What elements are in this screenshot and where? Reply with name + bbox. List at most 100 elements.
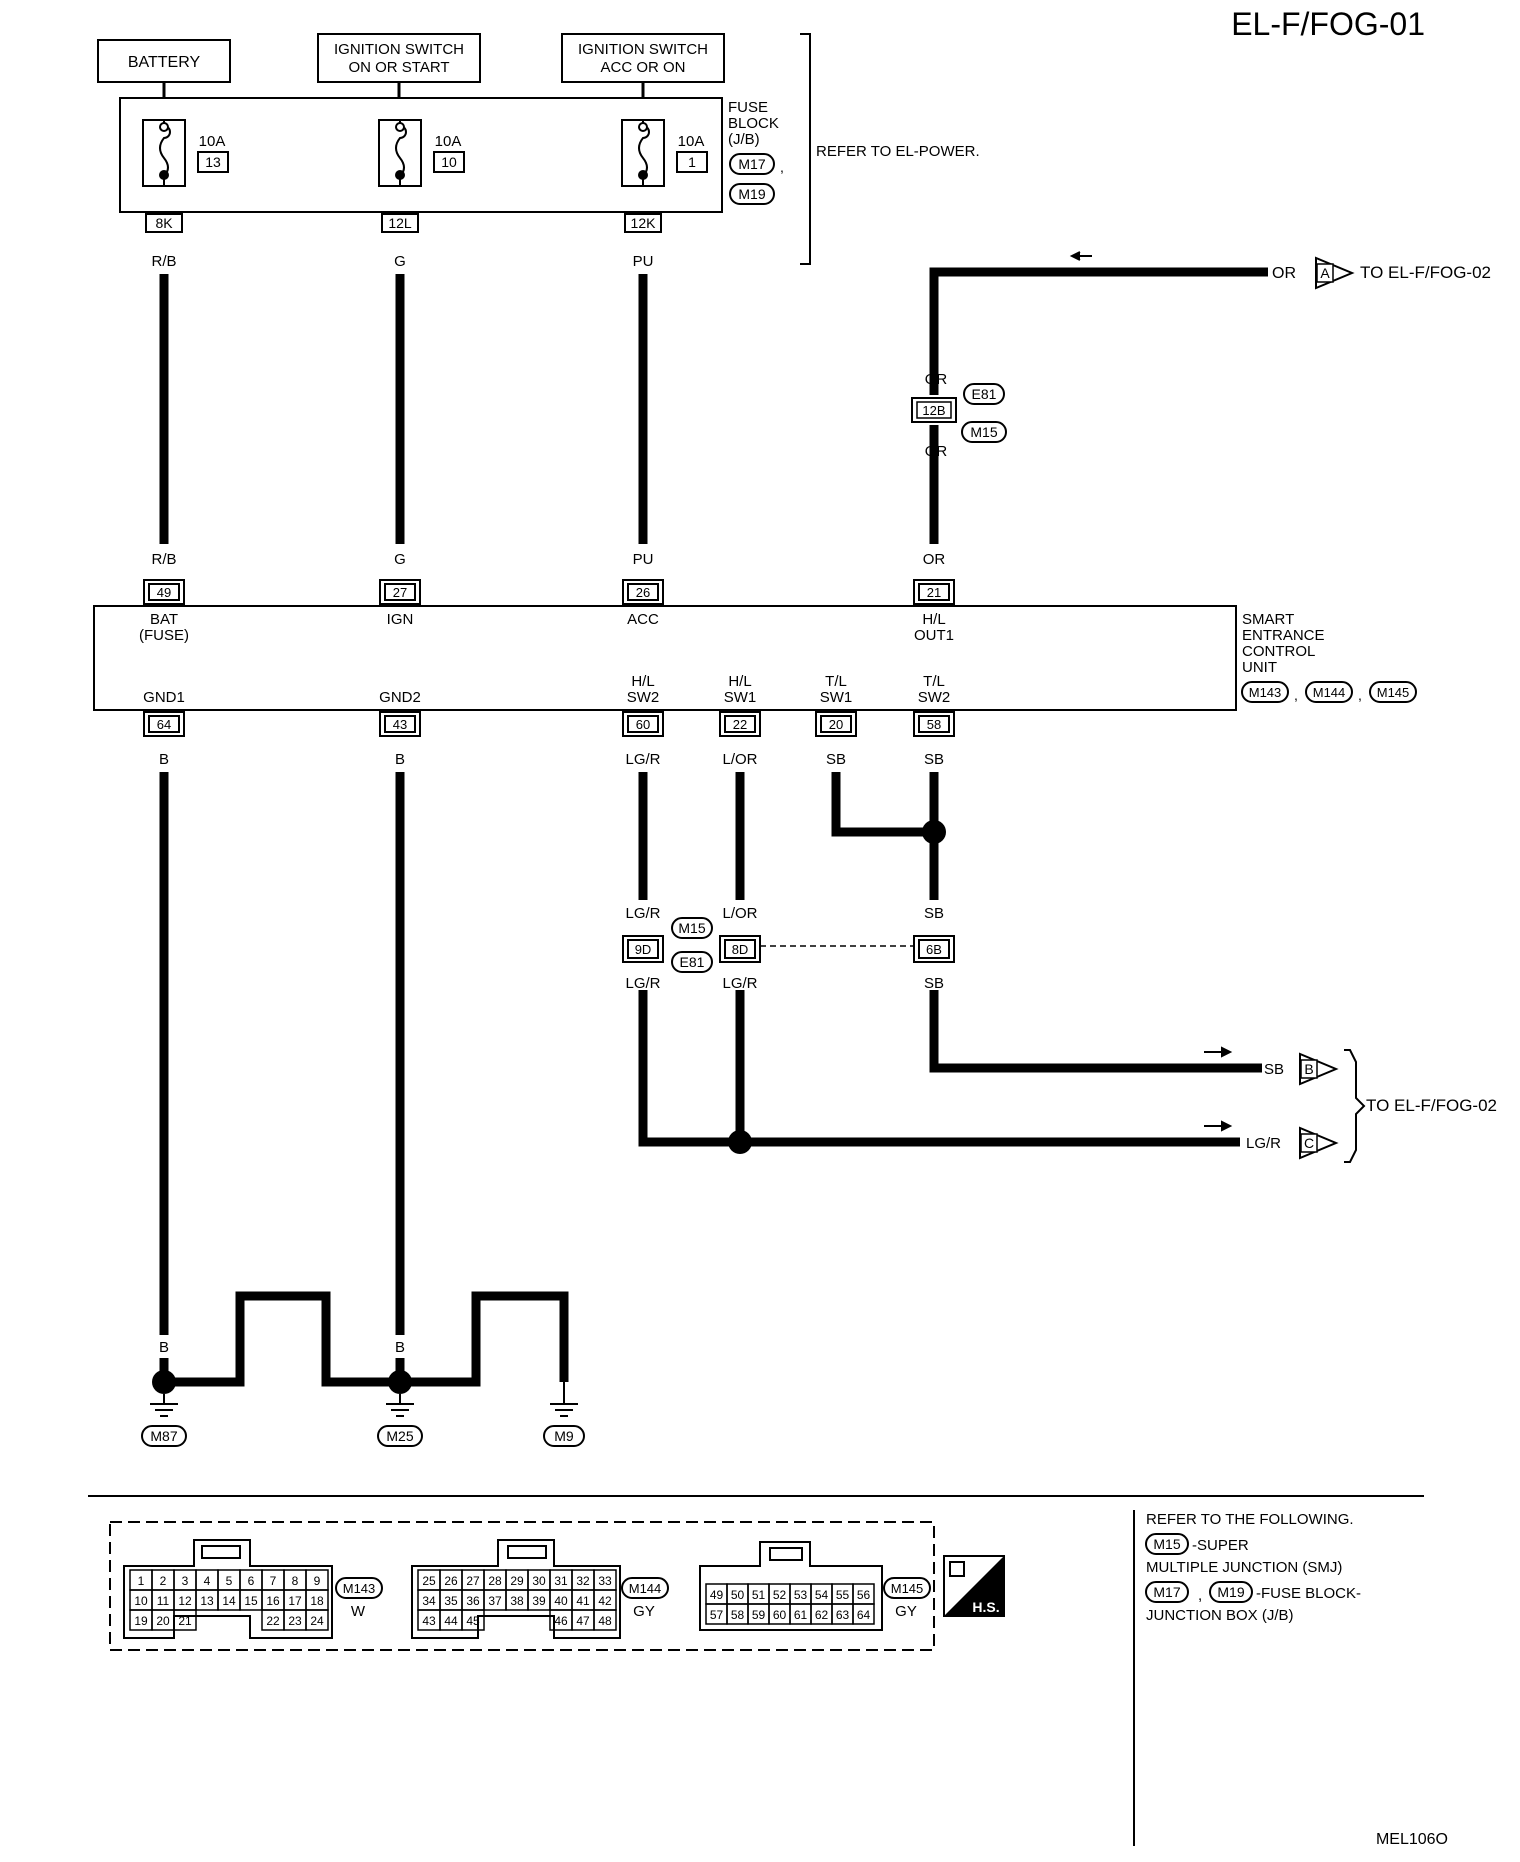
- connector-views-frame: [109, 1521, 935, 1651]
- connector-pin-number: 55: [836, 1588, 850, 1602]
- unit-pin-name-gnd2: GND2: [379, 689, 421, 706]
- fuse-terminal-12l: 12L: [388, 215, 412, 231]
- connector-pin-number: 7: [270, 1574, 277, 1588]
- mid-junction-8d-lower: LG/R: [722, 975, 757, 992]
- unit-pin-name-bat: BAT: [150, 611, 178, 628]
- connector-pin-number: 51: [752, 1588, 766, 1602]
- refer-note: REFER TO THE FOLLOWING. M15 -SUPER MULTI…: [1145, 1511, 1361, 1624]
- mid-junction-8d-upper: L/OR: [722, 905, 757, 922]
- ground-node-1: [152, 1370, 176, 1394]
- to-el-fog-02-top: TO EL-F/FOG-02: [1360, 263, 1491, 282]
- connector-pin-number: 6: [248, 1574, 255, 1588]
- connector-pin-number: 29: [510, 1574, 524, 1588]
- mid-junction-9d-upper: LG/R: [625, 905, 660, 922]
- connector-pin-number: 5: [226, 1574, 233, 1588]
- fuse-block: [119, 97, 723, 213]
- unit-top-wire-2: G: [394, 551, 406, 568]
- m144-name: M144: [629, 1581, 662, 1596]
- connector-pin-number: 16: [266, 1594, 280, 1608]
- connector-pin-number: 50: [731, 1588, 745, 1602]
- unit-bottom-wire-1: B: [159, 751, 169, 768]
- unit-conn-m143: M143: [1249, 685, 1282, 700]
- connector-pin-number: 3: [182, 1574, 189, 1588]
- splice-lgr: [728, 1130, 752, 1154]
- connector-pin-number: 1: [138, 1574, 145, 1588]
- m144-color: GY: [633, 1603, 655, 1620]
- connector-pin-number: 11: [157, 1594, 170, 1608]
- ground-wire-b-6: B: [559, 1339, 569, 1356]
- ground-wire-labels: B B B B B B: [159, 1339, 569, 1356]
- wire-color-rb-top: R/B: [151, 253, 176, 270]
- refer-note-jb-1: -FUSE BLOCK-: [1256, 1585, 1361, 1602]
- unit-pin-60: 60: [636, 717, 650, 732]
- output-b-wire: SB: [1264, 1061, 1284, 1078]
- source-leads: [162, 82, 645, 98]
- harness-icon: [949, 1561, 965, 1577]
- connector-pin-number: 53: [794, 1588, 808, 1602]
- fuse-block-conn-m19: M19: [738, 186, 765, 202]
- connector-pin-number: 21: [178, 1614, 192, 1628]
- ign-start-label-2: ON OR START: [348, 59, 449, 76]
- unit-bottom-wire-labels: B B LG/R L/OR SB SB: [159, 751, 944, 768]
- unit-pin-name-tl-sw2-a: T/L: [923, 673, 945, 690]
- ign-start-label-1: IGNITION SWITCH: [334, 41, 464, 58]
- unit-label-3: CONTROL: [1242, 643, 1315, 660]
- unit-label-4: UNIT: [1242, 659, 1277, 676]
- connector-b-label: B: [1304, 1061, 1313, 1077]
- fuse-2-num: 10: [441, 154, 457, 170]
- connector-pin-number: 35: [444, 1594, 458, 1608]
- signal-wires: [159, 772, 1262, 1387]
- connector-pin-number: 8: [292, 1574, 299, 1588]
- supply-wires: [159, 267, 1268, 544]
- connector-pin-cell: [305, 1609, 329, 1631]
- connector-pin-number: 46: [554, 1614, 568, 1628]
- unit-pin-21: 21: [927, 585, 941, 600]
- connector-pin-number: 39: [532, 1594, 546, 1608]
- mid-junction-6b: 6B: [926, 942, 942, 957]
- connector-pin-number: 61: [794, 1608, 808, 1622]
- hs-label: H.S.: [972, 1599, 999, 1615]
- ground-wire-b-3: B: [321, 1339, 331, 1356]
- ground-m87: M87: [150, 1428, 177, 1444]
- refer-note-sep: ,: [1198, 1587, 1202, 1604]
- ground-m25: M25: [386, 1428, 413, 1444]
- ground-icon: [386, 1394, 414, 1417]
- connector-pin-number: 47: [576, 1614, 590, 1628]
- refer-note-smj-1: -SUPER: [1192, 1537, 1249, 1554]
- connector-pin-number: 30: [532, 1574, 546, 1588]
- connector-pin-number: 62: [815, 1608, 829, 1622]
- unit-pin-64: 64: [157, 717, 171, 732]
- connector-pin-number: 64: [857, 1608, 871, 1622]
- unit-pin-22: 22: [733, 717, 747, 732]
- connector-pin-number: 41: [576, 1594, 590, 1608]
- junction-12b: OR 12B OR E81 M15: [911, 371, 1007, 460]
- connector-pin-number: 17: [288, 1594, 302, 1608]
- unit-bottom-wire-3: LG/R: [625, 751, 660, 768]
- m144-label: M144 GY: [621, 1577, 669, 1620]
- junction-12b-e81: E81: [972, 386, 997, 402]
- m145-label: M145 GY: [883, 1577, 931, 1620]
- fuse-3-num: 1: [688, 154, 696, 170]
- output-c-wire: LG/R: [1246, 1135, 1281, 1152]
- connector-pin-number: 15: [244, 1594, 258, 1608]
- connector-pin-number: 12: [178, 1594, 192, 1608]
- wire-color-pu-top: PU: [633, 253, 654, 270]
- connector-pin-cell: [173, 1609, 197, 1631]
- connector-pin-cell: [593, 1609, 617, 1631]
- unit-pin-20: 20: [829, 717, 843, 732]
- outputs: SB B LG/R C TO EL-F/FOG-02: [1204, 1046, 1497, 1163]
- unit-pin-name-gnd1: GND1: [143, 689, 185, 706]
- fuse-block-comma: ,: [780, 159, 784, 175]
- junction-12b-term: 12B: [922, 403, 945, 418]
- connector-pin-number: 42: [598, 1594, 612, 1608]
- junction-12b-m15: M15: [970, 424, 997, 440]
- refer-el-power: REFER TO EL-POWER.: [816, 143, 980, 160]
- m145-name: M145: [891, 1581, 924, 1596]
- connector-pin-number: 52: [773, 1588, 787, 1602]
- fuse-2-amp: 10A: [435, 133, 462, 150]
- mid-junction-e81: E81: [680, 954, 705, 970]
- junction-12b-wire-upper: OR: [925, 371, 948, 388]
- left-arrow-icon: [1069, 251, 1092, 261]
